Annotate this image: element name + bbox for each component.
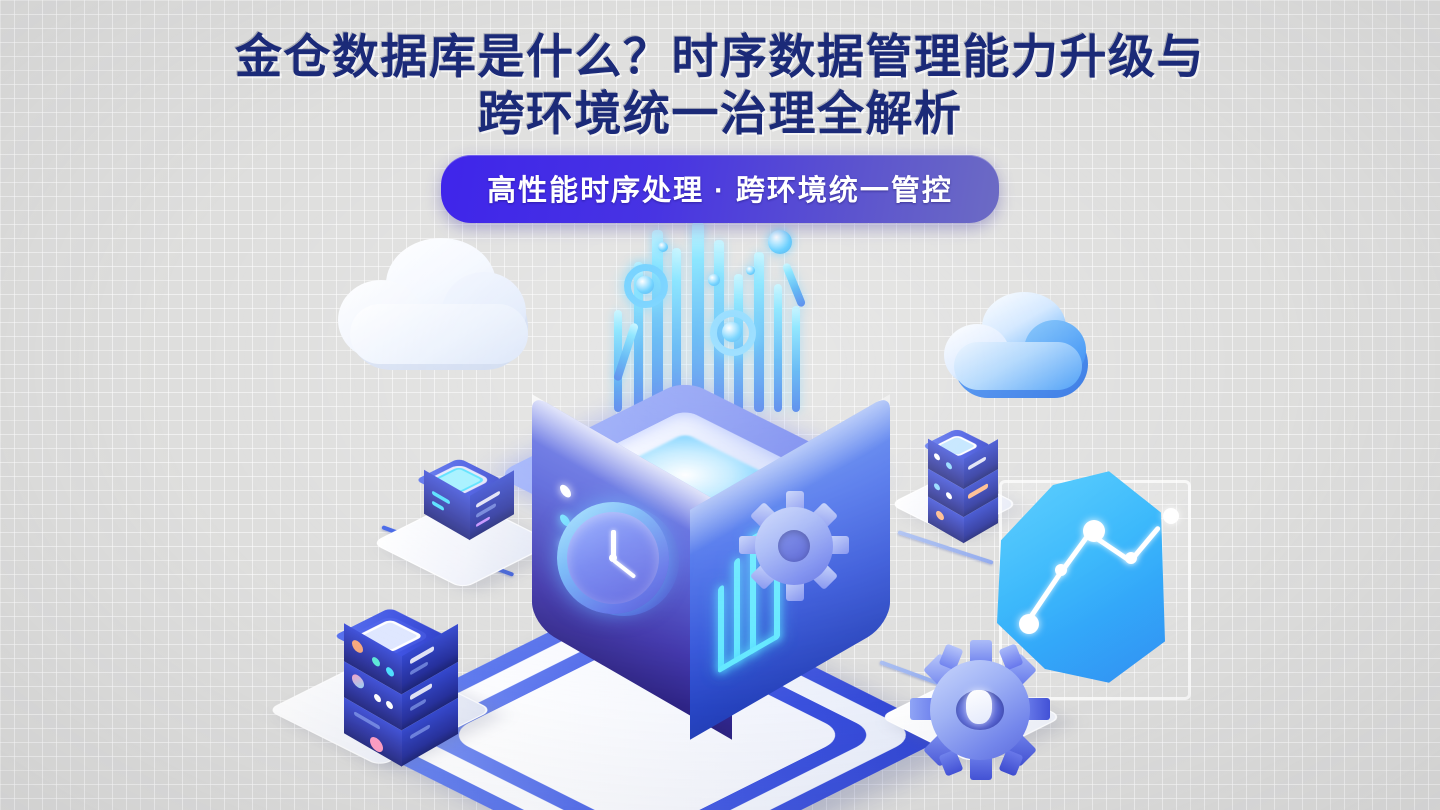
subtitle-badge-container: 高性能时序处理 · 跨环境统一管控	[0, 155, 1440, 223]
analytics-chart-panel	[985, 462, 1191, 700]
title-line-2: 跨环境统一治理全解析	[477, 87, 963, 140]
gear-bottom-right	[910, 640, 1050, 780]
circuit-tree	[600, 222, 830, 422]
cloud-right	[940, 290, 1090, 405]
server-stack-upper-left	[412, 455, 514, 545]
central-database-cube	[490, 360, 890, 740]
cloud-left	[330, 232, 530, 382]
clock	[555, 500, 679, 618]
gear-on-cube	[739, 491, 849, 601]
title-line-1: 金仓数据库是什么？时序数据管理能力升级与	[235, 30, 1205, 83]
page-title: 金仓数据库是什么？时序数据管理能力升级与 跨环境统一治理全解析	[0, 28, 1440, 142]
server-stack-lower-left	[330, 600, 460, 767]
wire-right-server	[897, 530, 994, 565]
subtitle-badge-label: 高性能时序处理 · 跨环境统一管控	[487, 175, 953, 207]
subtitle-badge: 高性能时序处理 · 跨环境统一管控	[441, 155, 999, 223]
